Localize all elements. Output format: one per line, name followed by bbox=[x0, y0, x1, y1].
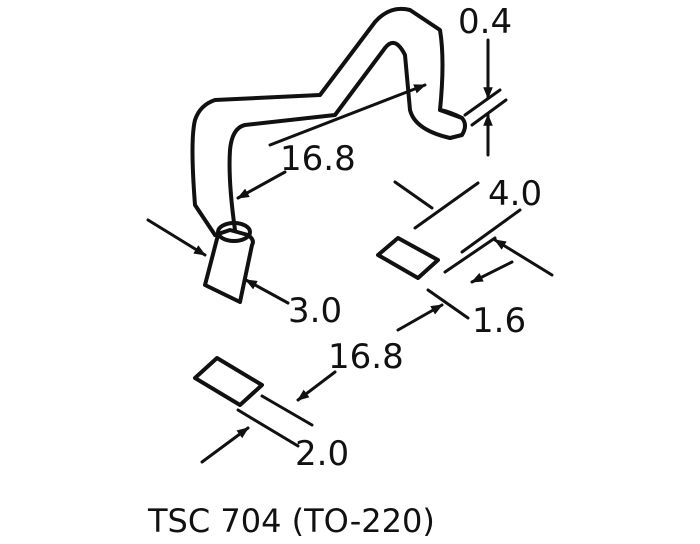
extension-line bbox=[463, 88, 502, 117]
clip-tip bbox=[438, 108, 464, 120]
dim-line bbox=[146, 218, 207, 257]
pads bbox=[193, 236, 440, 407]
figure-caption: TSC 704 (TO-220) bbox=[147, 502, 435, 540]
dim-line bbox=[200, 426, 250, 464]
dim-line bbox=[393, 180, 434, 210]
clip-inner-edge bbox=[227, 40, 452, 232]
extension-line bbox=[460, 208, 522, 254]
dim-line bbox=[470, 260, 514, 284]
dim-label-pad-spacing-right: 4.0 bbox=[488, 174, 542, 214]
dim-label-clip-length: 16.8 bbox=[280, 139, 356, 179]
dim-line bbox=[396, 303, 444, 332]
extension-line bbox=[260, 394, 314, 427]
dim-label-pad-spacing-left: 16.8 bbox=[328, 337, 404, 377]
dim-label-pad-length: 2.0 bbox=[295, 434, 349, 474]
dim-line bbox=[296, 370, 337, 402]
dim-label-foot-width: 3.0 bbox=[288, 291, 342, 331]
clip-body bbox=[190, 6, 467, 304]
dim-label-thickness: 0.4 bbox=[458, 2, 512, 42]
pad-left bbox=[193, 356, 264, 407]
extension-line bbox=[413, 181, 480, 230]
dim-line bbox=[244, 278, 290, 305]
dim-label-pad-width: 1.6 bbox=[472, 301, 526, 341]
dim-line bbox=[236, 170, 287, 200]
extension-line bbox=[426, 288, 470, 320]
dim-line bbox=[268, 83, 427, 147]
dim-line bbox=[493, 238, 554, 277]
dimension-lines bbox=[146, 38, 554, 464]
pad-right bbox=[376, 236, 440, 280]
extension-line bbox=[443, 236, 497, 274]
clip-leg-end bbox=[216, 221, 252, 243]
extension-line bbox=[236, 408, 300, 448]
extension-line bbox=[470, 98, 508, 127]
